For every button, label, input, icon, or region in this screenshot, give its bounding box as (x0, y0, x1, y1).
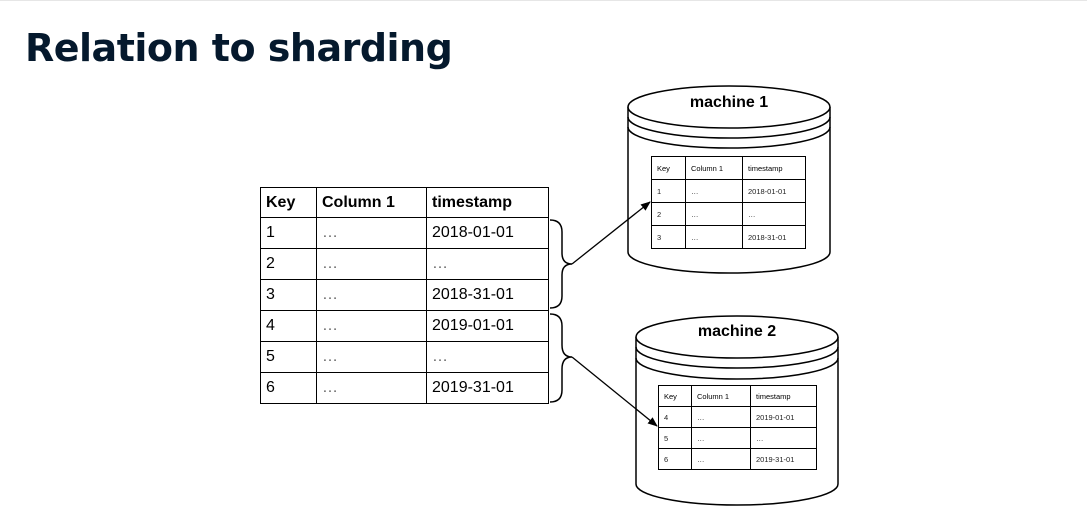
cell-timestamp: 2019-01-01 (750, 406, 817, 428)
cell-key: 4 (260, 310, 317, 342)
header-column-1: Column 1 (691, 385, 751, 407)
cell-timestamp: 2018-31-01 (426, 279, 549, 311)
table-row: 4 … 2019-01-01 (658, 406, 817, 428)
cell-column-1: … (691, 406, 751, 428)
arrow-to-machine-1 (571, 201, 651, 265)
cell-timestamp: … (426, 248, 549, 280)
table-header-row: Key Column 1 timestamp (260, 187, 549, 218)
cell-column-1: … (316, 217, 427, 249)
cell-key: 6 (658, 448, 692, 470)
cell-column-1: … (316, 341, 427, 373)
cell-column-1: … (691, 427, 751, 449)
cell-timestamp: 2019-31-01 (750, 448, 817, 470)
cell-column-1: … (316, 279, 427, 311)
cell-column-1: … (685, 225, 743, 249)
machine-1-table: Key Column 1 timestamp 1 … 2018-01-01 2 … (651, 156, 806, 249)
cell-column-1: … (691, 448, 751, 470)
cell-key: 3 (651, 225, 686, 249)
cell-timestamp: … (742, 202, 806, 226)
table-row: 5 … … (260, 341, 549, 373)
table-row: 6 … 2019-31-01 (260, 372, 549, 404)
table-row: 2 … … (260, 248, 549, 280)
brace-rows-4-6 (549, 313, 573, 403)
table-row: 2 … … (651, 202, 806, 226)
cell-column-1: … (685, 202, 743, 226)
machine-1-label: machine 1 (689, 94, 769, 111)
cell-key: 1 (260, 217, 317, 249)
table-row: 5 … … (658, 427, 817, 449)
slide-title: Relation to sharding (25, 26, 453, 70)
header-column-1: Column 1 (685, 156, 743, 180)
header-key: Key (658, 385, 692, 407)
cell-key: 5 (260, 341, 317, 373)
table-row: 6 … 2019-31-01 (658, 448, 817, 470)
table-row: 1 … 2018-01-01 (260, 217, 549, 249)
header-timestamp: timestamp (750, 385, 817, 407)
machine-2-label: machine 2 (697, 323, 777, 340)
header-key: Key (260, 187, 317, 218)
brace-rows-1-3 (549, 219, 573, 309)
cell-key: 4 (658, 406, 692, 428)
cell-key: 6 (260, 372, 317, 404)
header-column-1: Column 1 (316, 187, 427, 218)
table-row: 4 … 2019-01-01 (260, 310, 549, 342)
cell-key: 5 (658, 427, 692, 449)
cell-key: 1 (651, 179, 686, 203)
top-divider (0, 0, 1087, 1)
table-row: 3 … 2018-31-01 (651, 225, 806, 249)
cell-timestamp: … (750, 427, 817, 449)
table-header-row: Key Column 1 timestamp (658, 385, 817, 407)
header-key: Key (651, 156, 686, 180)
cell-key: 3 (260, 279, 317, 311)
cell-column-1: … (316, 310, 427, 342)
header-timestamp: timestamp (742, 156, 806, 180)
cell-timestamp: 2018-31-01 (742, 225, 806, 249)
cell-timestamp: 2018-01-01 (742, 179, 806, 203)
table-row: 3 … 2018-31-01 (260, 279, 549, 311)
arrow-to-machine-2 (571, 356, 658, 427)
cell-column-1: … (316, 372, 427, 404)
cell-key: 2 (260, 248, 317, 280)
machine-2-table: Key Column 1 timestamp 4 … 2019-01-01 5 … (658, 385, 817, 470)
cell-key: 2 (651, 202, 686, 226)
table-header-row: Key Column 1 timestamp (651, 156, 806, 180)
cell-timestamp: 2019-31-01 (426, 372, 549, 404)
cell-timestamp: 2018-01-01 (426, 217, 549, 249)
cell-timestamp: 2019-01-01 (426, 310, 549, 342)
cell-timestamp: … (426, 341, 549, 373)
source-table: Key Column 1 timestamp 1 … 2018-01-01 2 … (260, 187, 549, 404)
table-row: 1 … 2018-01-01 (651, 179, 806, 203)
header-timestamp: timestamp (426, 187, 549, 218)
cell-column-1: … (316, 248, 427, 280)
cell-column-1: … (685, 179, 743, 203)
